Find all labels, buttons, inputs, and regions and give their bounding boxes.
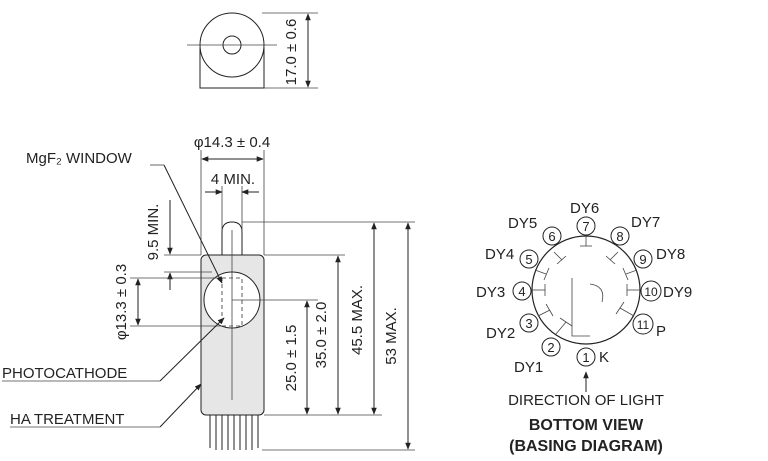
svg-text:5: 5: [525, 252, 532, 267]
side-view: φ14.3 ± 0.4 4 MIN. 9.5 MIN. φ13.3 ± 0.3 …: [2, 134, 415, 451]
svg-text:3: 3: [525, 316, 532, 331]
svg-text:6: 6: [548, 229, 555, 244]
internal-connections: [532, 236, 640, 337]
pin-label-k: K: [599, 349, 609, 366]
svg-text:1: 1: [582, 350, 589, 365]
dim-17-label: 17.0 ± 0.6: [283, 19, 300, 86]
pin-label-dy5: DY5: [508, 215, 537, 232]
pin-label-dy1: DY1: [514, 359, 543, 376]
pin-label-p: P: [656, 323, 666, 340]
leader-window: [163, 164, 223, 284]
pin-1: 1 K: [576, 347, 609, 367]
svg-text:10: 10: [644, 285, 658, 299]
pin-label-dy4: DY4: [485, 246, 514, 263]
pin-9: 9 DY8: [633, 246, 685, 269]
pins: [209, 415, 259, 450]
svg-text:9: 9: [639, 252, 646, 267]
pin-label-dy2: DY2: [486, 325, 515, 342]
pin-10: 10 DY9: [640, 280, 692, 302]
dim-53-label: 53 MAX.: [383, 307, 400, 365]
top-view: 17.0 ± 0.6: [187, 12, 318, 89]
dim-35-label: 35.0 ± 2.0: [313, 302, 330, 369]
pin-label-dy6: DY6: [570, 200, 599, 217]
label-photocathode: PHOTOCATHODE: [2, 365, 127, 382]
dim-photocathode-dia-label: φ13.3 ± 0.3: [113, 264, 130, 340]
base-circle: [531, 235, 641, 345]
pin-8: 8 DY7: [610, 214, 660, 246]
pin-label-dy8: DY8: [656, 246, 685, 263]
label-mgf2-window: MgF₂ WINDOW: [26, 150, 133, 167]
pin-6: 6 DY5: [508, 215, 562, 246]
pin-3: 3 DY2: [486, 313, 539, 342]
leader-photocathode: [159, 317, 225, 382]
svg-text:11: 11: [637, 318, 650, 332]
dim-min-gap-label: 4 MIN.: [211, 171, 255, 188]
svg-text:8: 8: [616, 229, 623, 244]
svg-text:4: 4: [518, 284, 525, 299]
dim-25-label: 25.0 ± 1.5: [283, 325, 300, 392]
pin-label-dy3: DY3: [476, 284, 505, 301]
svg-text:7: 7: [582, 219, 589, 234]
pin-2: 2 DY1: [514, 337, 561, 376]
dim-window-dia-label: φ14.3 ± 0.4: [194, 134, 270, 151]
basing-diagram: 1 K 2 DY1 3 DY2 4 DY3 5 DY4 6 DY5: [476, 200, 692, 455]
pin-7: 7 DY6: [570, 200, 599, 236]
svg-text:2: 2: [547, 340, 554, 355]
pin-label-dy7: DY7: [631, 214, 660, 231]
dim-9-5-min-label: 9.5 MIN.: [145, 204, 162, 261]
pin-11: 11 P: [632, 313, 666, 340]
bottom-view-title: BOTTOM VIEW: [529, 417, 644, 434]
dim-45-5-label: 45.5 MAX.: [349, 285, 366, 355]
leader-ha: [159, 383, 202, 428]
direction-of-light-label: DIRECTION OF LIGHT: [508, 392, 664, 409]
label-ha-treatment: HA TREATMENT: [10, 411, 124, 428]
pin-label-dy9: DY9: [663, 284, 692, 301]
pin-5: 5 DY4: [485, 246, 539, 269]
pin-4: 4 DY3: [476, 281, 532, 301]
basing-diagram-title: (BASING DIAGRAM): [509, 438, 663, 455]
